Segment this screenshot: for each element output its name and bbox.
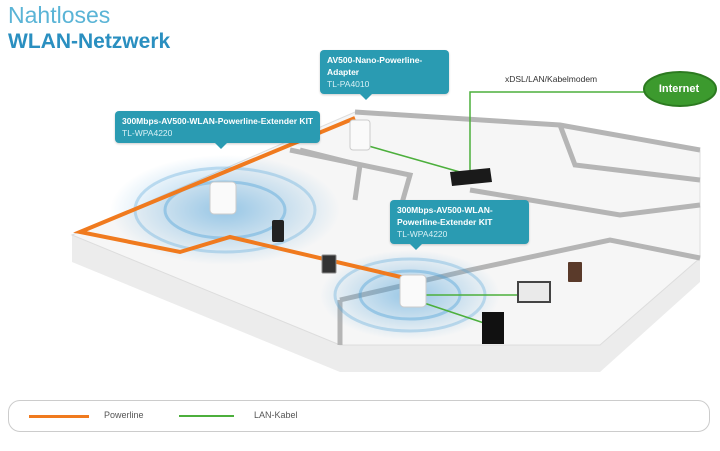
router: [450, 168, 492, 186]
title-line-2: WLAN-Netzwerk: [8, 30, 171, 53]
modem-label: xDSL/LAN/Kabelmodem: [505, 74, 598, 84]
legend-powerline-swatch: [29, 415, 89, 418]
callout-title: 300Mbps-AV500-WLAN-Powerline-Extender KI…: [122, 116, 314, 126]
callout-extender-kit-1: 300Mbps-AV500-WLAN-Powerline-Extender KI…: [115, 111, 321, 149]
tablet-2: [568, 262, 582, 282]
internet-label: Internet: [658, 83, 700, 95]
callout-title: 300Mbps-AV500-WLAN-Powerline-Extender KI…: [397, 205, 493, 227]
callout-nano-adapter: AV500-Nano-Powerline-Adapter TL-PA4010: [320, 50, 449, 100]
legend-lan-label: LAN-Kabel: [254, 410, 298, 420]
monitor: [517, 281, 551, 303]
extender-2: [399, 274, 427, 308]
extender-1: [209, 181, 237, 215]
callout-title: AV500-Nano-Powerline-Adapter: [327, 55, 423, 77]
callout-model: TL-WPA4220: [397, 229, 448, 239]
pc-tower: [482, 312, 504, 344]
lan-cables: [364, 91, 650, 326]
legend-lan-swatch: [179, 415, 234, 417]
callout-model: TL-PA4010: [327, 79, 370, 89]
internet-cloud: [643, 71, 717, 107]
nano-adapter: [349, 119, 371, 151]
floor-slab-side: [72, 235, 700, 372]
title-line-1: Nahtloses: [8, 2, 111, 28]
legend-powerline-label: Powerline: [104, 410, 144, 420]
tablet: [321, 254, 337, 274]
smartphone: [272, 220, 284, 242]
callout-model: TL-WPA4220: [122, 128, 173, 138]
callout-extender-kit-2: 300Mbps-AV500-WLAN-Powerline-Extender KI…: [390, 200, 529, 250]
legend: Powerline LAN-Kabel: [8, 400, 710, 432]
powerline-cable: [73, 116, 406, 280]
